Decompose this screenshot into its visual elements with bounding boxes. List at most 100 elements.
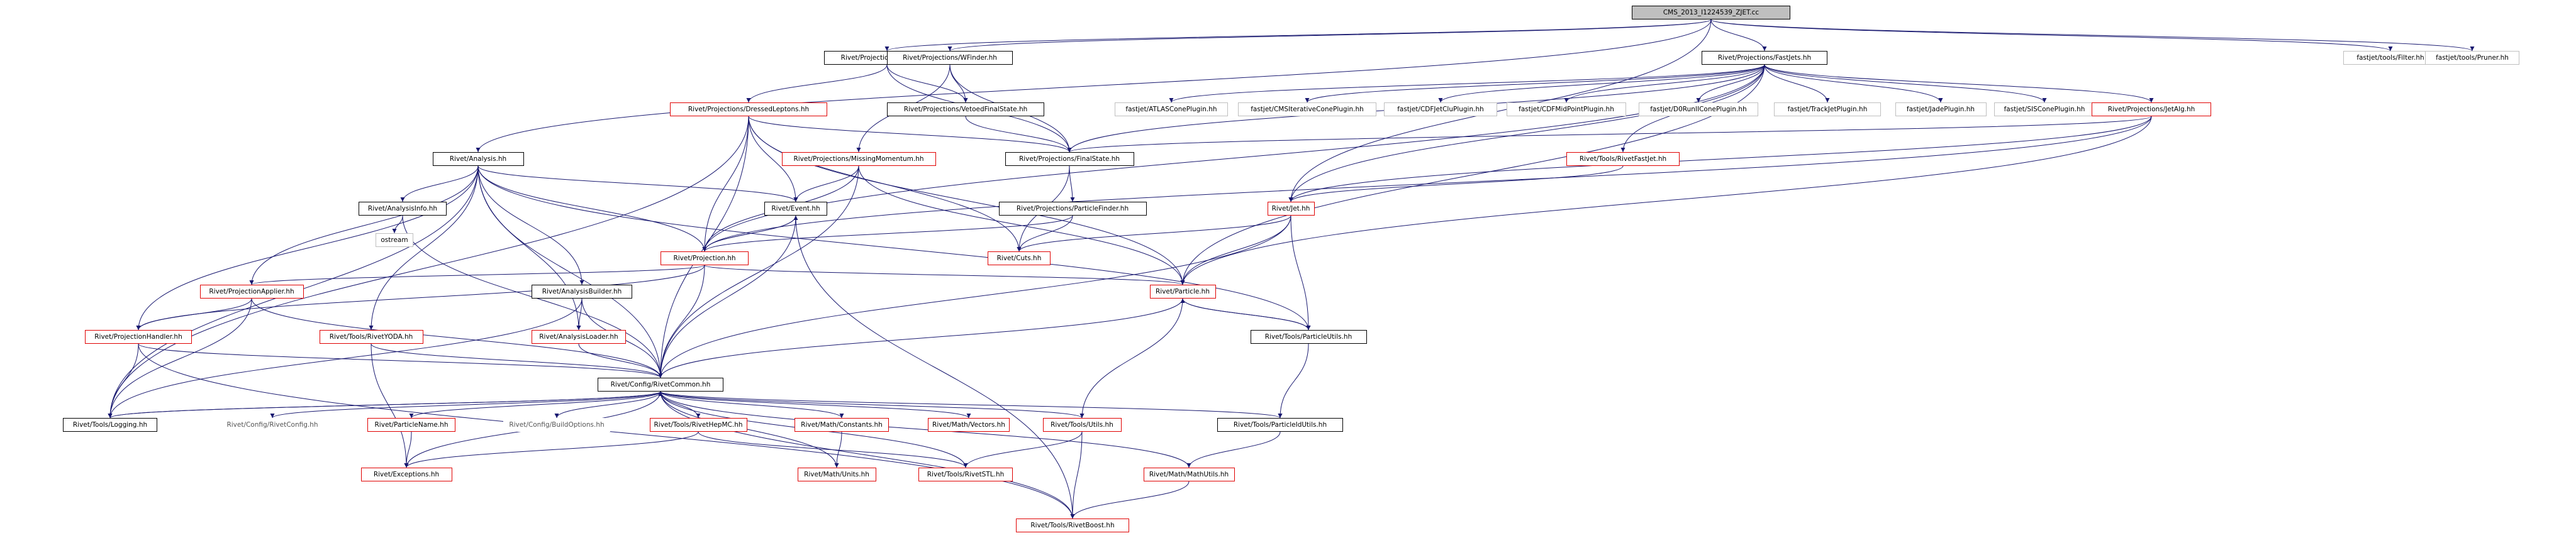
node-filter[interactable]: fastjet/tools/Filter.hh — [2343, 51, 2438, 65]
edge-common-to-rconfig — [270, 391, 661, 419]
node-jade[interactable]: fastjet/JadePlugin.hh — [1895, 102, 1987, 116]
edge-pname-to-exceptions — [404, 431, 412, 468]
edge-phandler-to-logging — [108, 343, 139, 419]
node-siscone[interactable]: fastjet/SISConePlugin.hh — [1994, 102, 2095, 116]
node-hepmc[interactable]: Rivet/Tools/RivetHepMC.hh — [649, 418, 747, 432]
node-analysis[interactable]: Rivet/Analysis.hh — [432, 152, 524, 166]
node-missing[interactable]: Rivet/Projections/MissingMomentum.hh — [781, 152, 936, 166]
edge-phandler-to-common — [138, 343, 663, 378]
node-rivetfast[interactable]: Rivet/Tools/RivetFastJet.hh — [1566, 152, 1680, 166]
edge-analysis-to-phandler — [136, 165, 479, 331]
node-pfinder[interactable]: Rivet/Projections/ParticleFinder.hh — [998, 202, 1147, 216]
edge-putils-to-pidutils — [1278, 343, 1309, 419]
node-aloader[interactable]: Rivet/AnalysisLoader.hh — [532, 330, 626, 344]
edge-fastjets-to-jade — [1764, 64, 1943, 103]
edge-fastjets-to-jet — [1288, 64, 1765, 202]
node-phandler[interactable]: Rivet/ProjectionHandler.hh — [85, 330, 192, 344]
edge-common-to-vectors — [660, 391, 971, 419]
node-papplier[interactable]: Rivet/ProjectionApplier.hh — [199, 285, 304, 299]
node-units[interactable]: Rivet/Math/Units.hh — [797, 468, 876, 481]
node-atlas[interactable]: fastjet/ATLASConePlugin.hh — [1115, 102, 1228, 116]
edge-particle-to-common — [658, 298, 1183, 378]
edge-jet-to-putils — [1290, 215, 1311, 331]
edge-jetalg-to-finalstate — [1067, 116, 2152, 153]
edge-pfinder-to-cuts — [1017, 215, 1073, 252]
edge-root-to-zfinder — [884, 19, 1712, 52]
edge-projection-to-papplier — [249, 265, 705, 285]
node-putils[interactable]: Rivet/Tools/ParticleUtils.hh — [1250, 330, 1367, 344]
edge-mconst-to-units — [834, 431, 842, 468]
edge-common-to-units — [660, 391, 839, 468]
node-pidutils[interactable]: Rivet/Tools/ParticleIdUtils.hh — [1217, 418, 1343, 432]
node-vetoed[interactable]: Rivet/Projections/VetoedFinalState.hh — [887, 102, 1044, 116]
node-mconst[interactable]: Rivet/Math/Constants.hh — [795, 418, 889, 432]
edge-yoda-to-exceptions — [371, 343, 409, 468]
edge-analysis-to-putils — [477, 165, 1311, 331]
edge-analysis-to-ainfo — [400, 165, 479, 202]
edge-yoda-to-common — [371, 343, 663, 378]
node-cdfjet[interactable]: fastjet/CDFJetCluPlugin.hh — [1384, 102, 1497, 116]
edge-fastjets-to-jetalg — [1764, 64, 2154, 103]
node-d0[interactable]: fastjet/D0RunIIConePlugin.hh — [1639, 102, 1758, 116]
node-event[interactable]: Rivet/Event.hh — [764, 202, 827, 216]
edge-ainfo-to-ostream — [392, 215, 403, 234]
node-jetalg[interactable]: Rivet/Projections/JetAlg.hh — [2092, 102, 2211, 116]
edge-root-to-jet — [1288, 19, 1712, 202]
node-cuts[interactable]: Rivet/Cuts.hh — [988, 251, 1051, 265]
node-bopts: Rivet/Config/BuildOptions.hh — [503, 418, 610, 432]
node-jet[interactable]: Rivet/Jet.hh — [1267, 202, 1315, 216]
node-mutils[interactable]: Rivet/Math/MathUtils.hh — [1143, 468, 1235, 481]
node-ainfo[interactable]: Rivet/AnalysisInfo.hh — [359, 202, 447, 216]
node-wfinder[interactable]: Rivet/Projections/WFinder.hh — [887, 51, 1013, 65]
edge-fastjets-to-track — [1764, 64, 1830, 103]
edge-analysis-to-yoda — [369, 165, 479, 331]
edge-event-to-common — [658, 215, 796, 378]
edge-jetalg-to-projection — [702, 116, 2152, 252]
node-abuilder[interactable]: Rivet/AnalysisBuilder.hh — [532, 285, 632, 299]
edge-jet-to-particle — [1180, 215, 1291, 285]
node-vectors[interactable]: Rivet/Math/Vectors.hh — [928, 418, 1010, 432]
edge-zfinder-to-vetoed — [886, 64, 968, 103]
edge-vetoed-to-finalstate — [965, 116, 1072, 153]
edge-jet-to-cuts — [1017, 215, 1291, 252]
edge-papplier-to-logging — [108, 298, 252, 419]
node-fastjets[interactable]: Rivet/Projections/FastJets.hh — [1702, 51, 1827, 65]
node-exceptions[interactable]: Rivet/Exceptions.hh — [360, 468, 452, 481]
edge-analysis-to-common — [477, 165, 663, 378]
edge-dressed-to-finalstate — [748, 116, 1072, 153]
node-stl[interactable]: Rivet/Tools/RivetSTL.hh — [918, 468, 1013, 481]
node-boost[interactable]: Rivet/Tools/RivetBoost.hh — [1016, 519, 1129, 532]
node-track[interactable]: fastjet/TrackJetPlugin.hh — [1774, 102, 1881, 116]
node-dressed[interactable]: Rivet/Projections/DressedLeptons.hh — [670, 102, 827, 116]
edge-putils-to-particle — [1180, 298, 1309, 331]
node-tutils[interactable]: Rivet/Tools/Utils.hh — [1042, 418, 1122, 432]
node-ostream[interactable]: ostream — [376, 233, 413, 247]
edge-rivetfast-to-jet — [1288, 165, 1624, 202]
edge-analysis-to-papplier — [249, 165, 479, 285]
edge-common-to-tutils — [660, 391, 1084, 419]
edge-jetalg-to-particle — [1180, 116, 2152, 285]
node-cdfmid[interactable]: fastjet/CDFMidPointPlugin.hh — [1507, 102, 1626, 116]
node-cmsit[interactable]: fastjet/CMSIterativeConePlugin.hh — [1238, 102, 1376, 116]
node-particle[interactable]: Rivet/Particle.hh — [1149, 285, 1216, 299]
node-yoda[interactable]: Rivet/Tools/RivetYODA.hh — [319, 330, 423, 344]
edge-jetalg-to-jet — [1288, 116, 2152, 202]
node-logging[interactable]: Rivet/Tools/Logging.hh — [63, 418, 157, 432]
edge-dressed-to-projection — [702, 116, 749, 252]
edge-root-to-wfinder — [947, 19, 1712, 52]
node-finalstate[interactable]: Rivet/Projections/FinalState.hh — [1005, 152, 1134, 166]
edge-missing-to-particle — [858, 165, 1185, 285]
node-common[interactable]: Rivet/Config/RivetCommon.hh — [598, 378, 723, 392]
edge-jet-to-common — [658, 215, 1291, 378]
edge-tutils-to-stl — [963, 431, 1083, 468]
node-pname[interactable]: Rivet/ParticleName.hh — [367, 418, 455, 432]
edge-dressed-to-logging — [108, 116, 749, 419]
edge-abuilder-to-aloader — [576, 298, 583, 331]
node-projection[interactable]: Rivet/Projection.hh — [661, 251, 749, 265]
edge-fastjets-to-cdfjet — [1438, 64, 1765, 103]
edge-fastjets-to-cdfmid — [1564, 64, 1765, 103]
edge-pidutils-to-mutils — [1186, 431, 1281, 468]
edge-finalstate-to-pfinder — [1069, 165, 1075, 202]
edge-hepmc-to-exceptions — [404, 431, 699, 468]
node-pruner[interactable]: fastjet/tools/Pruner.hh — [2425, 51, 2519, 65]
